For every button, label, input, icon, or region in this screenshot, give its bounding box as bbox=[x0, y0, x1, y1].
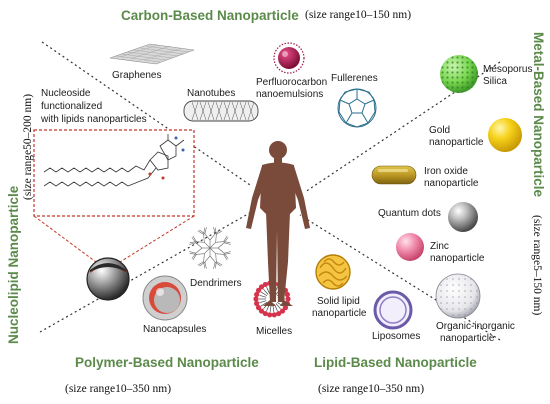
gold-nanoparticle-icon bbox=[488, 118, 522, 152]
label-organic-2: nanoparticle bbox=[440, 333, 495, 344]
divider-lines bbox=[39, 41, 501, 341]
carbon-size-range: (size range10–150 nm) bbox=[305, 9, 412, 21]
label-fullerenes: Fullerenes bbox=[331, 73, 378, 84]
lipid-size-range: (size range10–350 nm) bbox=[318, 383, 425, 395]
graphene-sheet-icon bbox=[109, 43, 195, 65]
label-liposomes: Liposomes bbox=[372, 331, 421, 342]
label-nucleoside-2: functionalized bbox=[41, 101, 103, 112]
solid-lipid-coil-icon bbox=[315, 254, 351, 290]
liposome-icon bbox=[373, 290, 413, 330]
nanotube-icon bbox=[183, 100, 259, 122]
label-nucleoside-1: Nucleoside bbox=[41, 88, 91, 99]
label-iron-1: Iron oxide bbox=[424, 166, 468, 177]
label-zinc-1: Zinc bbox=[430, 241, 449, 252]
label-perfluorocarbon-1: Perfluorocarbon bbox=[256, 77, 328, 88]
label-organic-1: Organic-inorganic bbox=[436, 321, 515, 332]
label-nanocapsules: Nanocapsules bbox=[143, 324, 207, 335]
nucleolipid-sphere-icon bbox=[86, 257, 130, 301]
label-solidlipid-2: nanoparticle bbox=[312, 308, 367, 319]
metal-title: Metal-Based Nanoparticle bbox=[531, 32, 546, 198]
metal-size-range: (size range5–150 nm) bbox=[531, 215, 543, 316]
label-quantum-dots: Quantum dots bbox=[378, 208, 441, 219]
organic-inorganic-sphere-icon bbox=[435, 273, 481, 319]
nucleolipid-title: Nucleolipid Nanoparticle bbox=[6, 185, 21, 344]
carbon-title: Carbon-Based Nanoparticle bbox=[121, 8, 299, 23]
label-gold-1: Gold bbox=[429, 125, 451, 136]
label-solidlipid-1: Solid lipid bbox=[317, 296, 360, 307]
mesoporous-silica-icon bbox=[440, 55, 478, 93]
human-figure-icon bbox=[246, 141, 310, 306]
label-perfluorocarbon-2: nanoemulsions bbox=[256, 89, 324, 100]
label-nucleoside-3: with lipids nanoparticles bbox=[41, 114, 147, 125]
label-mesoporus-1: Mesoporus bbox=[483, 64, 533, 75]
dendrimer-icon bbox=[189, 227, 231, 269]
iron-oxide-capsule-icon bbox=[371, 165, 417, 185]
fullerene-icon bbox=[337, 88, 377, 128]
label-nanotubes: Nanotubes bbox=[187, 88, 236, 99]
label-zinc-2: nanoparticle bbox=[430, 253, 485, 264]
label-micelles: Micelles bbox=[256, 326, 293, 337]
lipid-molecule-structure-icon bbox=[33, 129, 195, 263]
nucleolipid-size-range: (size range50–200 nm) bbox=[22, 93, 34, 200]
polymer-size-range: (size range10–350 nm) bbox=[65, 383, 172, 395]
nanocapsule-icon bbox=[142, 275, 188, 321]
label-mesoporus-2: Silica bbox=[483, 76, 507, 87]
quantum-dot-icon bbox=[448, 202, 478, 232]
polymer-title: Polymer-Based Nanoparticle bbox=[75, 355, 259, 370]
label-iron-2: nanoparticle bbox=[424, 178, 479, 189]
label-dendrimers: Dendrimers bbox=[190, 278, 242, 289]
perfluorocarbon-droplet-icon bbox=[273, 42, 305, 74]
zinc-nanoparticle-icon bbox=[396, 233, 424, 261]
label-graphenes: Graphenes bbox=[112, 70, 162, 81]
label-gold-2: nanoparticle bbox=[429, 137, 484, 148]
lipid-title: Lipid-Based Nanoparticle bbox=[314, 355, 477, 370]
